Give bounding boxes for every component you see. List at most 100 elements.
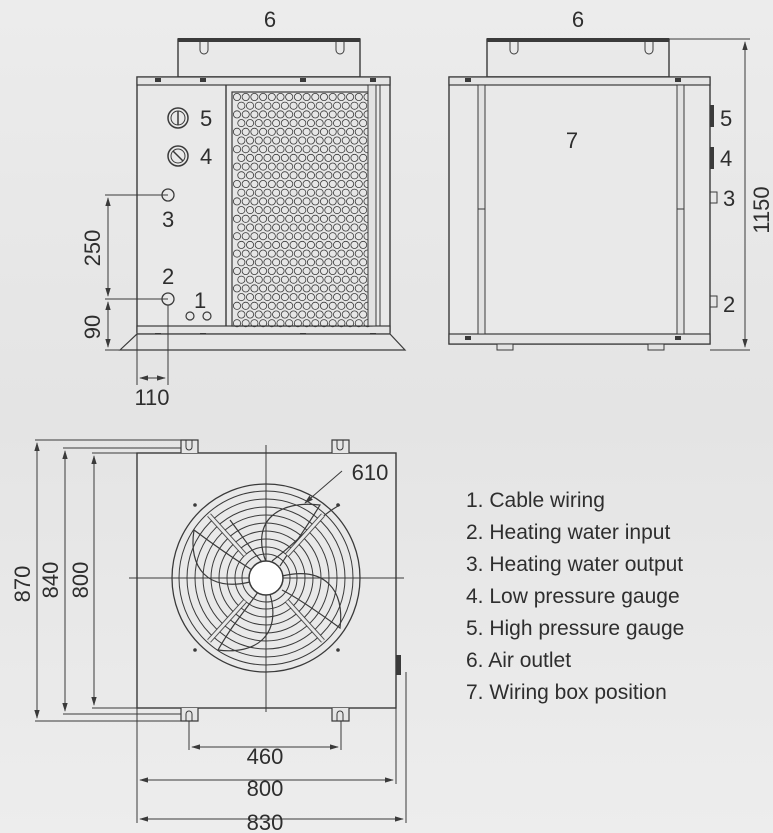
grille-hole <box>276 266 285 275</box>
grille-hole <box>328 145 337 154</box>
grille-hole <box>324 101 333 110</box>
grille-hole <box>350 275 359 284</box>
grille-hole <box>333 310 342 319</box>
grille-hole <box>232 232 241 241</box>
grille-hole <box>259 110 268 119</box>
cable-entry-b <box>202 311 212 321</box>
grille-hole <box>341 293 350 302</box>
grille-hole <box>293 145 302 154</box>
grille-hole <box>263 153 272 162</box>
grille-hole <box>267 127 276 136</box>
grille-hole <box>289 293 298 302</box>
grille-hole <box>346 249 355 258</box>
grille-hole <box>298 171 307 180</box>
grille-hole <box>293 319 302 328</box>
top-dim-800v: 800 <box>68 562 93 599</box>
front-horizontal-dim <box>136 305 169 385</box>
grille-hole <box>280 206 289 215</box>
grille-hole <box>285 266 294 275</box>
grille-hole <box>337 319 346 328</box>
grille-hole <box>237 240 246 249</box>
grille-hole <box>328 179 337 188</box>
top-dim-800h: 800 <box>247 776 284 801</box>
grille-hole <box>302 179 311 188</box>
grille-hole <box>259 179 268 188</box>
grille-hole <box>246 258 255 267</box>
grille-hole <box>337 93 346 102</box>
grille-hole <box>280 101 289 110</box>
grille-hole <box>328 110 337 119</box>
grille-hole <box>341 275 350 284</box>
grille-hole <box>354 266 363 275</box>
side-dim-1150: 1150 <box>749 186 773 233</box>
grille-hole <box>302 319 311 328</box>
grille-hole <box>237 258 246 267</box>
grille-hole <box>263 119 272 128</box>
grille-hole <box>346 266 355 275</box>
grille-hole <box>328 214 337 223</box>
grille-hole <box>280 136 289 145</box>
grille-hole <box>246 275 255 284</box>
grille-hole <box>346 162 355 171</box>
grille-hole <box>298 119 307 128</box>
grille-hole <box>302 162 311 171</box>
grille-hole <box>341 223 350 232</box>
grille-hole <box>237 293 246 302</box>
grille-hole <box>293 266 302 275</box>
side-callout-2: 2 <box>723 292 735 317</box>
grille-hole <box>346 301 355 310</box>
grille-hole <box>354 319 363 328</box>
grille-hole <box>276 301 285 310</box>
grille-hole <box>250 162 259 171</box>
grille-hole <box>333 258 342 267</box>
grille-hole <box>359 310 368 319</box>
grille-hole <box>341 136 350 145</box>
grille-hole <box>350 206 359 215</box>
grille-hole <box>232 145 241 154</box>
grille-hole <box>232 249 241 258</box>
grille-hole <box>232 110 241 119</box>
grille-hole <box>259 162 268 171</box>
legend-item-1: 1. Cable wiring <box>466 489 605 512</box>
grille-hole <box>241 214 250 223</box>
grille-hole <box>298 206 307 215</box>
grille-hole <box>346 179 355 188</box>
grille-hole <box>341 188 350 197</box>
grille-hole <box>324 293 333 302</box>
grille-hole <box>267 197 276 206</box>
grille-hole <box>254 119 263 128</box>
legend-item-7: 7. Wiring box position <box>466 681 667 704</box>
grille-hole <box>302 249 311 258</box>
cable-entry-a <box>185 311 195 321</box>
grille-hole <box>306 258 315 267</box>
grille-hole <box>241 179 250 188</box>
grille-hole <box>324 240 333 249</box>
grille-hole <box>280 119 289 128</box>
grille-hole <box>341 240 350 249</box>
grille-hole <box>324 188 333 197</box>
grille-hole <box>293 127 302 136</box>
grille-hole <box>359 171 368 180</box>
grille-hole <box>337 214 346 223</box>
grille-hole <box>280 223 289 232</box>
grille-hole <box>241 301 250 310</box>
grille-hole <box>254 136 263 145</box>
grille-hole <box>241 266 250 275</box>
grille-hole <box>280 171 289 180</box>
grille-hole <box>254 240 263 249</box>
grille-hole <box>315 258 324 267</box>
legend-item-2: 2. Heating water input <box>466 521 670 544</box>
grille-hole <box>311 162 320 171</box>
grille-hole <box>337 197 346 206</box>
grille-hole <box>311 145 320 154</box>
grille-hole <box>341 206 350 215</box>
grille-hole <box>354 127 363 136</box>
grille-hole <box>354 284 363 293</box>
grille-hole <box>237 136 246 145</box>
grille-hole <box>241 197 250 206</box>
grille-hole <box>254 275 263 284</box>
grille-hole <box>315 223 324 232</box>
grille-hole <box>272 153 281 162</box>
grille-hole <box>232 319 241 328</box>
grille-hole <box>254 206 263 215</box>
